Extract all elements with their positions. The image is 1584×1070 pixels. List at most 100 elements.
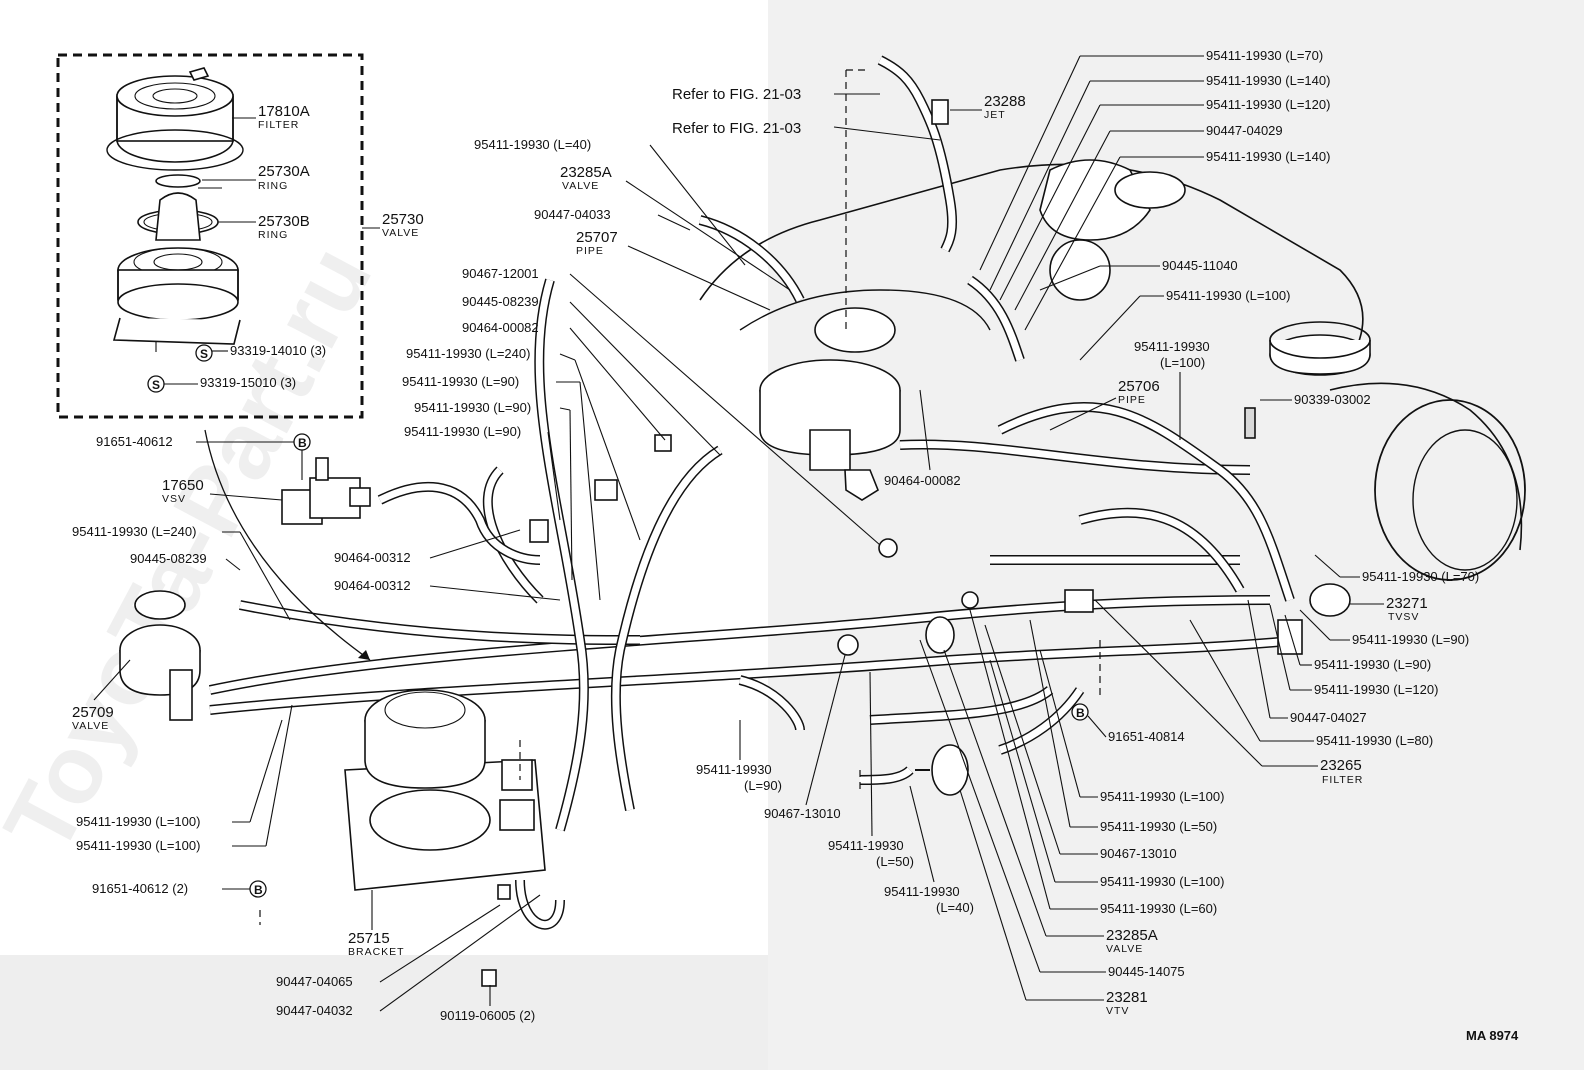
label-95411-l90-f-num: 95411-19930 <box>696 762 772 777</box>
bolt-symbol-b3 <box>1071 703 1089 721</box>
label-95411-l50-b-len: (L=50) <box>876 854 914 869</box>
label-95411-l120-a: 95411-19930 (L=120) <box>1206 97 1330 112</box>
label-23265-name: FILTER <box>1322 774 1363 786</box>
label-90464-00312-a: 90464-00312 <box>334 550 411 565</box>
label-25706: 25706 <box>1118 378 1160 395</box>
label-95411-l90-a: 95411-19930 (L=90) <box>402 374 519 389</box>
label-95411-l140-b: 95411-19930 (L=140) <box>1206 149 1330 164</box>
label-90447-04033: 90447-04033 <box>534 207 611 222</box>
inset-box: 17810A FILTER 25730A RING 25730B RING 25… <box>56 53 424 419</box>
valve-bracket-drawing <box>344 689 546 891</box>
label-25730a-name: RING <box>258 180 288 192</box>
filter-23265-drawing <box>1064 589 1094 613</box>
label-90445-14075: 90445-14075 <box>1108 964 1185 979</box>
label-90464-00082-a: 90464-00082 <box>462 320 539 335</box>
label-95411-l100-d-num: 95411-19930 <box>1134 339 1210 354</box>
label-17810a-name: FILTER <box>258 119 299 131</box>
label-95411-l140-a: 95411-19930 (L=140) <box>1206 73 1330 88</box>
label-95411-l90-b: 95411-19930 (L=90) <box>414 400 531 415</box>
mid-labels: 95411-19930 (L=90) 90467-13010 95411-199… <box>696 654 974 915</box>
label-25706-name: PIPE <box>1118 394 1146 406</box>
label-25730b: 25730B <box>258 213 310 230</box>
label-23288-name: JET <box>984 109 1006 121</box>
label-25730b-name: RING <box>258 229 288 241</box>
label-95411-l100-a: 95411-19930 (L=100) <box>76 814 200 829</box>
label-90467-13010-b: 90467-13010 <box>764 806 841 821</box>
label-95411-l100-d-len: (L=100) <box>1160 355 1205 370</box>
label-95411-l60: 95411-19930 (L=60) <box>1100 901 1217 916</box>
label-17650-name: VSV <box>162 493 186 505</box>
screw-symbol-1-letter: S <box>200 347 208 361</box>
label-95411-l90-e: 95411-19930 (L=90) <box>1314 657 1431 672</box>
background-bottom-strip <box>0 955 768 1070</box>
label-25709: 25709 <box>72 704 114 721</box>
label-17810a: 17810A <box>258 103 310 120</box>
bolt-symbol-b2-letter: B <box>254 883 263 897</box>
label-95411-l40: 95411-19930 (L=40) <box>474 137 591 152</box>
vtv-drawing <box>915 744 969 796</box>
label-95411-l70-b: 95411-19930 (L=70) <box>1362 569 1479 584</box>
label-90119-06005: 90119-06005 (2) <box>440 1008 535 1023</box>
figure-code: MA 8974 <box>1466 1028 1519 1043</box>
valve-25709-drawing <box>119 590 201 721</box>
label-95411-l90-f-len: (L=90) <box>744 778 782 793</box>
tvsv-drawing <box>1277 583 1351 655</box>
ref-fig-21-03-a: Refer to FIG. 21-03 <box>672 86 801 103</box>
label-95411-l50-a: 95411-19930 (L=50) <box>1100 819 1217 834</box>
label-23285a-top-name: VALVE <box>562 180 599 192</box>
ring-a-drawing <box>155 174 222 189</box>
label-17650: 17650 <box>162 477 204 494</box>
label-23281-name: VTV <box>1106 1005 1129 1017</box>
top-labels: 23288 JET 95411-19930 (L=70) 95411-19930… <box>884 48 1371 488</box>
label-90445-08239-b: 90445-08239 <box>130 551 207 566</box>
label-23285a-bot-name: VALVE <box>1106 943 1143 955</box>
label-23271: 23271 <box>1386 595 1428 612</box>
plug-90339-drawing <box>1244 407 1256 439</box>
vsv-drawing <box>281 457 371 525</box>
left-labels: 95411-19930 (L=40) 23285A VALVE 90447-04… <box>72 137 881 1023</box>
label-23281: 23281 <box>1106 989 1148 1006</box>
label-25707: 25707 <box>576 229 618 246</box>
valve-23285a-drawing <box>925 616 955 654</box>
label-25707-name: PIPE <box>576 245 604 257</box>
label-25715-name: BRACKET <box>348 946 405 958</box>
label-91651-40612: 91651-40612 <box>96 434 173 449</box>
label-95411-l120-b: 95411-19930 (L=120) <box>1314 682 1438 697</box>
screw-symbol-1 <box>195 344 213 362</box>
bolt-symbol-b2 <box>249 880 267 898</box>
filter-cap-drawing <box>106 67 244 171</box>
label-95411-l70-a: 95411-19930 (L=70) <box>1206 48 1323 63</box>
label-90339-03002: 90339-03002 <box>1294 392 1371 407</box>
label-95411-l90-c: 95411-19930 (L=90) <box>404 424 521 439</box>
right-labels: 95411-19930 (L=70) 23271 TVSV 95411-1993… <box>919 554 1479 1017</box>
label-90447-04032: 90447-04032 <box>276 1003 353 1018</box>
label-93319-15010: 93319-15010 (3) <box>200 375 296 390</box>
jet-23288-drawing <box>931 99 949 125</box>
label-93319-14010: 93319-14010 (3) <box>230 343 326 358</box>
label-90464-00082-b: 90464-00082 <box>884 473 961 488</box>
label-25730-name: VALVE <box>382 227 419 239</box>
bolt-symbol-b1-letter: B <box>298 436 307 450</box>
label-23265: 23265 <box>1320 757 1362 774</box>
label-90467-12001: 90467-12001 <box>462 266 539 281</box>
label-90445-08239-a: 90445-08239 <box>462 294 539 309</box>
label-95411-l100-c: 95411-19930 (L=100) <box>1166 288 1290 303</box>
bolt-symbol-b3-letter: B <box>1076 706 1085 720</box>
radiator-cap-drawing <box>1269 321 1371 376</box>
label-90447-04027: 90447-04027 <box>1290 710 1367 725</box>
label-25715: 25715 <box>348 930 390 947</box>
engine-assembly-drawing <box>119 55 1526 987</box>
label-23288: 23288 <box>984 93 1026 110</box>
label-25730a: 25730A <box>258 163 310 180</box>
label-95411-l90-d: 95411-19930 (L=90) <box>1352 632 1469 647</box>
label-23285a-bot: 23285A <box>1106 927 1158 944</box>
label-90467-13010-a: 90467-13010 <box>1100 846 1177 861</box>
label-23271-name: TVSV <box>1388 611 1419 623</box>
label-90447-04029: 90447-04029 <box>1206 123 1283 138</box>
ref-fig-21-03-b: Refer to FIG. 21-03 <box>672 120 801 137</box>
label-95411-l100-b: 95411-19930 (L=100) <box>76 838 200 853</box>
label-95411-l100-e: 95411-19930 (L=100) <box>1100 789 1224 804</box>
label-95411-l240-b: 95411-19930 (L=240) <box>72 524 196 539</box>
label-95411-l40-b-num: 95411-19930 <box>884 884 960 899</box>
